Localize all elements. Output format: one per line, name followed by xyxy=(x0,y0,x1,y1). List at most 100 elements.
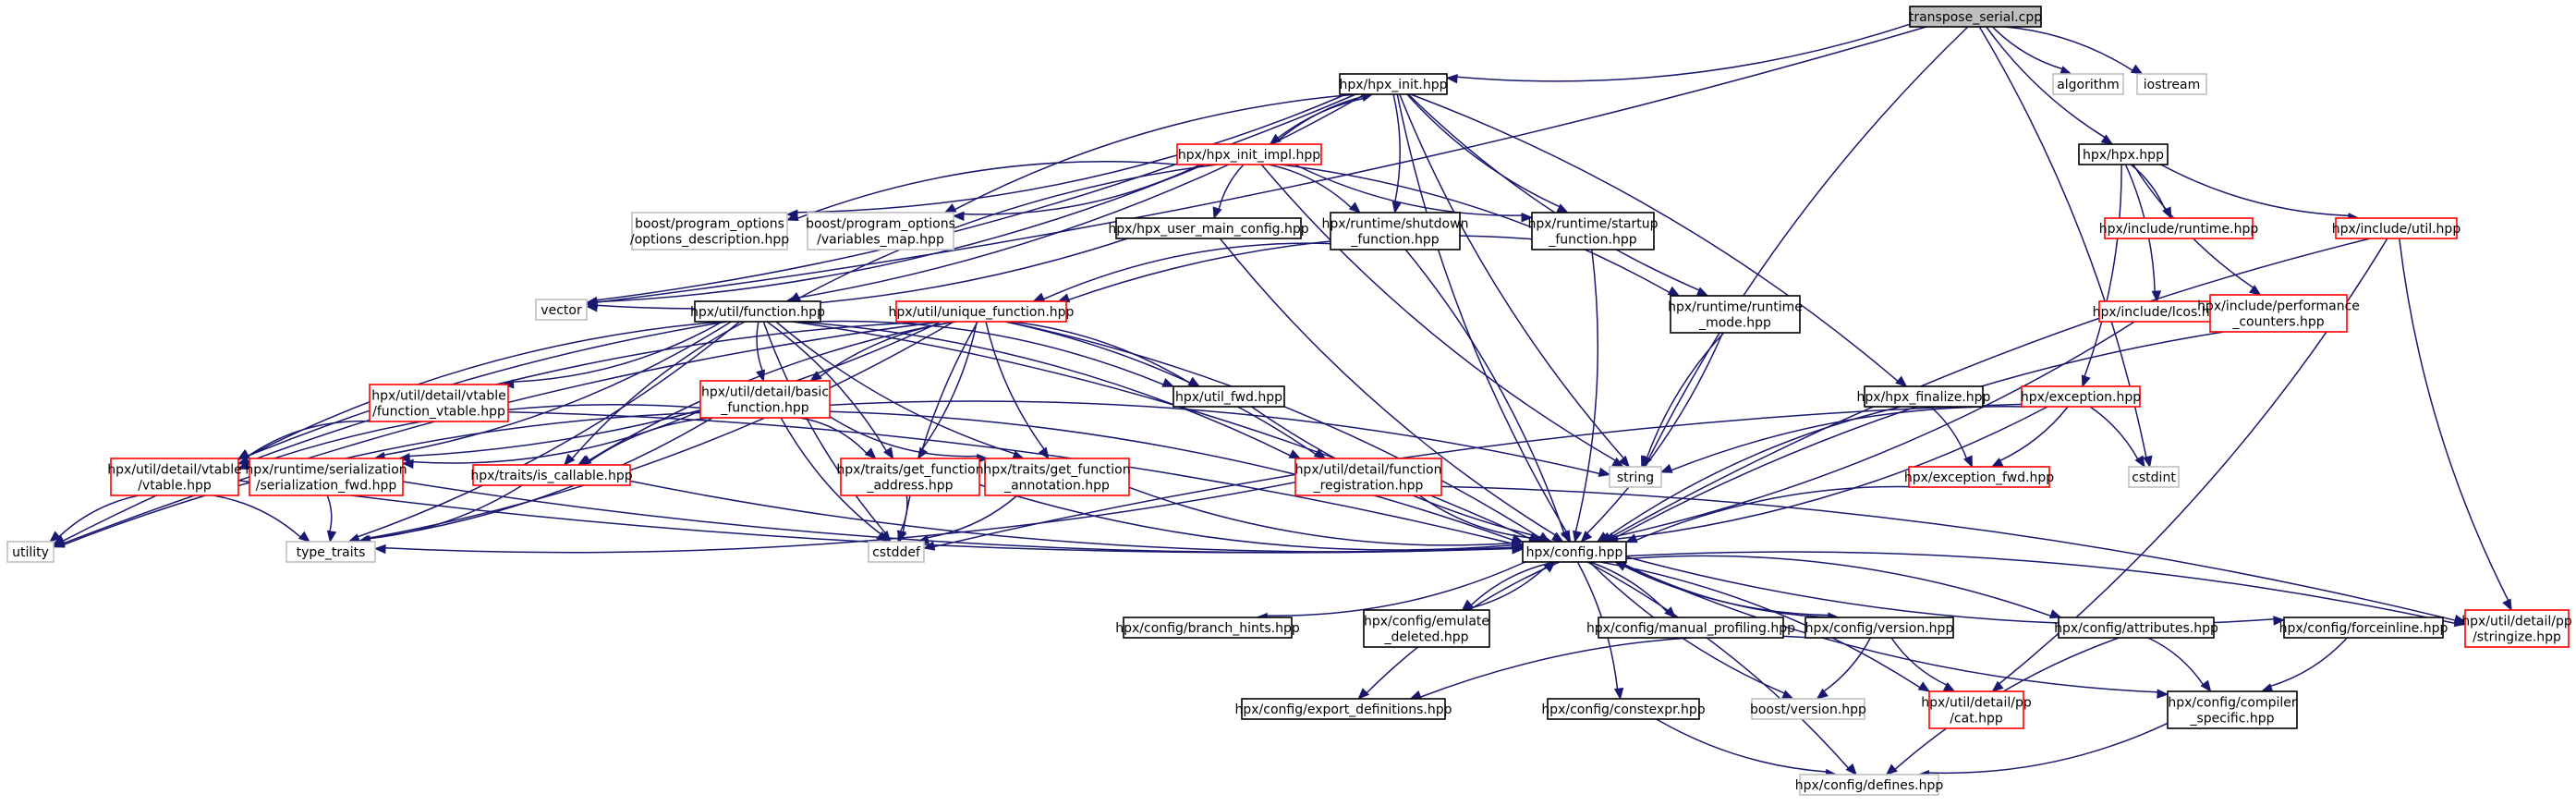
node-label: hpx/traits/get_function xyxy=(983,463,1130,478)
node-inc-perf[interactable]: hpx/include/performance_counters.hpp xyxy=(2197,294,2360,333)
edge-basic_function-to-utility xyxy=(52,411,701,548)
node-label: /cat.hpp xyxy=(1950,712,2003,727)
node-unique-function[interactable]: hpx/util/unique_function.hpp xyxy=(889,300,1075,323)
node-manual-profiling[interactable]: hpx/config/manual_profiling.hpp xyxy=(1586,617,1795,639)
node-label: hpx/hpx_user_main_config.hpp xyxy=(1108,222,1308,237)
edge-unique_function-to-gf_annotation xyxy=(985,321,1050,460)
node-rt-mode[interactable]: hpx/runtime/runtime_mode.hpp xyxy=(1668,295,1803,334)
node-label: _deleted.hpp xyxy=(1383,630,1468,645)
node-label: _mode.hpp xyxy=(1698,316,1771,331)
node-stringize[interactable]: hpx/util/detail/pp/stringize.hpp xyxy=(2461,609,2572,648)
node-is-callable[interactable]: hpx/traits/is_callable.hpp xyxy=(470,464,633,486)
node-label: hpx/config/constexpr.hpp xyxy=(1541,702,1705,717)
node-label: /function_vtable.hpp xyxy=(372,405,505,420)
node-type-traits: type_traits xyxy=(286,541,376,563)
edge-util_function-to-gf_address xyxy=(766,321,894,460)
edge-func_registration-to-type_traits xyxy=(373,481,1296,555)
node-forceinline[interactable]: hpx/config/forceinline.hpp xyxy=(2279,617,2448,639)
node-fv-table[interactable]: hpx/util/detail/vtable/function_vtable.h… xyxy=(369,384,509,422)
edge-hpx_init_impl-to-rt_shutdown xyxy=(1268,164,1361,214)
node-label: hpx/util/detail/pp xyxy=(2461,615,2572,629)
node-label: /options_description.hpp xyxy=(630,233,789,248)
node-root[interactable]: transpose_serial.cpp xyxy=(1909,6,2042,28)
edge-hpx_init_impl-to-po_desc xyxy=(785,161,1178,222)
edge-user_main-to-vector xyxy=(585,238,1128,312)
edge-unique_function-to-config xyxy=(1006,321,1550,543)
node-label: hpx/runtime/shutdown xyxy=(1322,217,1469,232)
edge-fv_table-to-vtable xyxy=(237,420,373,460)
node-gf-address[interactable]: hpx/traits/get_function_address.hpp xyxy=(836,458,984,496)
edge-util_function-to-util_fwd xyxy=(813,320,1175,387)
node-hpx-init[interactable]: hpx/hpx_init.hpp xyxy=(1339,73,1448,95)
edge-root-to-iostream xyxy=(2004,26,2144,75)
edge-util_function-to-type_traits xyxy=(347,321,740,543)
edge-vtable-to-utility xyxy=(49,495,140,543)
edge-exception-to-cstdint xyxy=(2089,406,2145,469)
node-label: hpx/util/function.hpp xyxy=(690,305,825,320)
node-pp-cat[interactable]: hpx/util/detail/pp/cat.hpp xyxy=(1921,690,2032,729)
node-cfg-version[interactable]: hpx/config/version.hpp xyxy=(1804,617,1954,639)
node-func-registration[interactable]: hpx/util/detail/function_registration.hp… xyxy=(1294,458,1442,496)
node-label: /variables_map.hpp xyxy=(817,233,944,248)
node-gf-annotation[interactable]: hpx/traits/get_function_annotation.hpp xyxy=(983,458,1131,496)
edge-hpx_init_impl-to-string xyxy=(1260,164,1624,468)
node-compiler-specific[interactable]: hpx/config/compiler_specific.hpp xyxy=(2167,690,2298,729)
node-constexpr[interactable]: hpx/config/constexpr.hpp xyxy=(1541,698,1706,720)
node-label: utility xyxy=(12,545,49,560)
edge-hpx_init-to-rt_shutdown xyxy=(1391,93,1402,214)
node-inc-util[interactable]: hpx/include/util.hpp xyxy=(2332,217,2461,239)
node-hpx-hpp[interactable]: hpx/hpx.hpp xyxy=(2078,143,2169,165)
edge-gf_address-to-cstddef xyxy=(897,495,908,543)
edge-rt_shutdown-to-config xyxy=(1404,249,1570,543)
edge-config-to-stringize xyxy=(1625,551,2467,628)
node-label: /stringize.hpp xyxy=(2473,630,2561,645)
node-label: hpx/util/detail/vtable xyxy=(371,389,505,404)
node-label: _registration.hpp xyxy=(1313,479,1424,494)
node-basic-function[interactable]: hpx/util/detail/basic_function.hpp xyxy=(699,380,831,419)
node-label: hpx/config/compiler xyxy=(2168,696,2296,711)
node-emulate-deleted[interactable]: hpx/config/emulate_deleted.hpp xyxy=(1363,609,1490,648)
edge-vtable-to-type_traits xyxy=(213,495,311,543)
edge-constexpr-to-defines xyxy=(1656,718,1838,779)
edge-util_function-to-is_callable xyxy=(564,321,746,466)
node-label: _function.hpp xyxy=(720,401,808,416)
node-vector: vector xyxy=(535,299,588,321)
node-inc-runtime[interactable]: hpx/include/runtime.hpp xyxy=(2099,217,2259,239)
node-ser-fwd[interactable]: hpx/runtime/serialization/serialization_… xyxy=(245,458,407,496)
node-branch-hints[interactable]: hpx/config/branch_hints.hpp xyxy=(1115,617,1300,639)
node-label: hpx/hpx_init_impl.hpp xyxy=(1178,148,1320,163)
node-vtable[interactable]: hpx/util/detail/vtable/vtable.hpp xyxy=(107,458,242,496)
edge-hpx_finalize-to-exception_fwd xyxy=(1930,406,1973,469)
node-label: _address.hpp xyxy=(866,479,953,494)
node-config[interactable]: hpx/config.hpp xyxy=(1522,541,1627,563)
edge-gf_annotation-to-config xyxy=(1128,486,1525,550)
edge-unique_function-to-cstddef xyxy=(896,321,978,543)
node-label: hpx/config/attributes.hpp xyxy=(2054,621,2218,636)
edge-config-to-compiler_specific xyxy=(1616,561,2169,699)
node-label: hpx/util/unique_function.hpp xyxy=(889,305,1075,320)
node-export-defs[interactable]: hpx/config/export_definitions.hpp xyxy=(1235,698,1452,720)
node-label: cstddef xyxy=(872,545,921,560)
node-hpx-finalize[interactable]: hpx/hpx_finalize.hpp xyxy=(1857,385,1991,408)
node-rt-startup[interactable]: hpx/runtime/startup_function.hpp xyxy=(1528,212,1659,250)
node-util-function[interactable]: hpx/util/function.hpp xyxy=(690,300,825,323)
node-label: hpx/config/defines.hpp xyxy=(1795,778,1944,793)
node-hpx-init-impl[interactable]: hpx/hpx_init_impl.hpp xyxy=(1176,143,1322,165)
node-rt-shutdown[interactable]: hpx/runtime/shutdown_function.hpp xyxy=(1322,212,1469,250)
node-util-fwd[interactable]: hpx/util_fwd.hpp xyxy=(1173,385,1285,408)
node-attributes[interactable]: hpx/config/attributes.hpp xyxy=(2054,617,2218,639)
node-exception-fwd[interactable]: hpx/exception_fwd.hpp xyxy=(1904,466,2054,488)
node-label: hpx/include/lcos.hpp xyxy=(2093,305,2227,320)
edge-config-to-pp_cat xyxy=(1599,561,1931,692)
node-label: boost/program_options xyxy=(635,217,784,232)
node-label: hpx/config/emulate xyxy=(1364,615,1489,629)
node-string: string xyxy=(1609,466,1662,488)
edge-config-to-defines xyxy=(1586,561,1857,775)
node-user-main[interactable]: hpx/hpx_user_main_config.hpp xyxy=(1108,217,1309,239)
node-label: hpx/include/performance xyxy=(2197,299,2360,314)
node-label: vector xyxy=(541,303,582,318)
edge-ser_fwd-to-type_traits xyxy=(326,495,337,543)
node-exception[interactable]: hpx/exception.hpp xyxy=(2021,385,2141,408)
node-label: _function.hpp xyxy=(1350,233,1439,248)
